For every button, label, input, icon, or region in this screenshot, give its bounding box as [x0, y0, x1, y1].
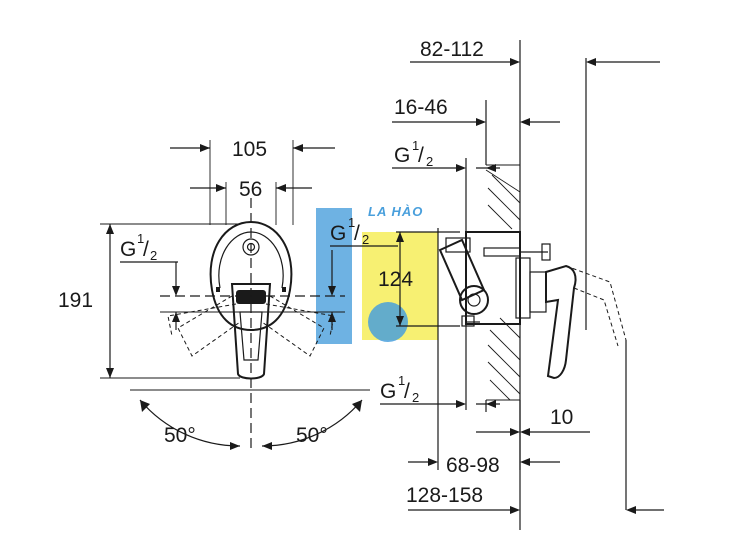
dim-width-outer: 105 — [232, 138, 267, 161]
dim-depth-outer: 82-112 — [420, 38, 484, 61]
front-view — [100, 140, 370, 450]
dim-depth-total: 128-158 — [406, 484, 483, 507]
label-outlet-top: G 1 / 2 — [394, 138, 433, 169]
svg-text:/: / — [354, 222, 360, 245]
inlet-left-letter: G — [120, 238, 136, 261]
outlet-mid-letter: G — [330, 222, 346, 245]
watermark-blue-circle — [368, 302, 408, 342]
svg-text:/: / — [404, 380, 410, 403]
inlet-left-sup: 1 — [137, 231, 144, 246]
outlet-mid-sup: 1 — [348, 215, 355, 230]
side-view — [330, 40, 664, 530]
label-outlet-mid: G 1 / 2 — [330, 215, 369, 247]
outlet-top-sup: 1 — [412, 138, 419, 153]
angle-right: 50° — [296, 424, 328, 447]
watermark-text: LA HÀO — [368, 204, 423, 219]
dim-offset: 10 — [550, 406, 573, 429]
dim-center-height: 124 — [378, 268, 413, 291]
outlet-mid-den: 2 — [362, 232, 369, 247]
wall-hatching — [485, 164, 521, 401]
outlet-top-letter: G — [394, 144, 410, 167]
outlet-bottom-den: 2 — [412, 390, 419, 405]
label-outlet-bottom: G 1 / 2 — [380, 373, 419, 405]
dim-depth-body: 68-98 — [446, 454, 500, 477]
label-inlet-left: G 1 / 2 — [120, 231, 157, 263]
lever-side — [545, 264, 627, 380]
dim-width-inner: 56 — [239, 178, 262, 201]
svg-text:/: / — [418, 144, 424, 167]
inlet-left-den: 2 — [150, 248, 157, 263]
angle-left: 50° — [164, 424, 196, 447]
outlet-bottom-sup: 1 — [398, 373, 405, 388]
dim-height-total: 191 — [58, 289, 93, 312]
svg-text:/: / — [143, 238, 149, 261]
outlet-top-den: 2 — [426, 154, 433, 169]
outlet-bottom-letter: G — [380, 380, 396, 403]
valve-body — [438, 231, 551, 327]
dim-depth-wall: 16-46 — [394, 96, 448, 119]
